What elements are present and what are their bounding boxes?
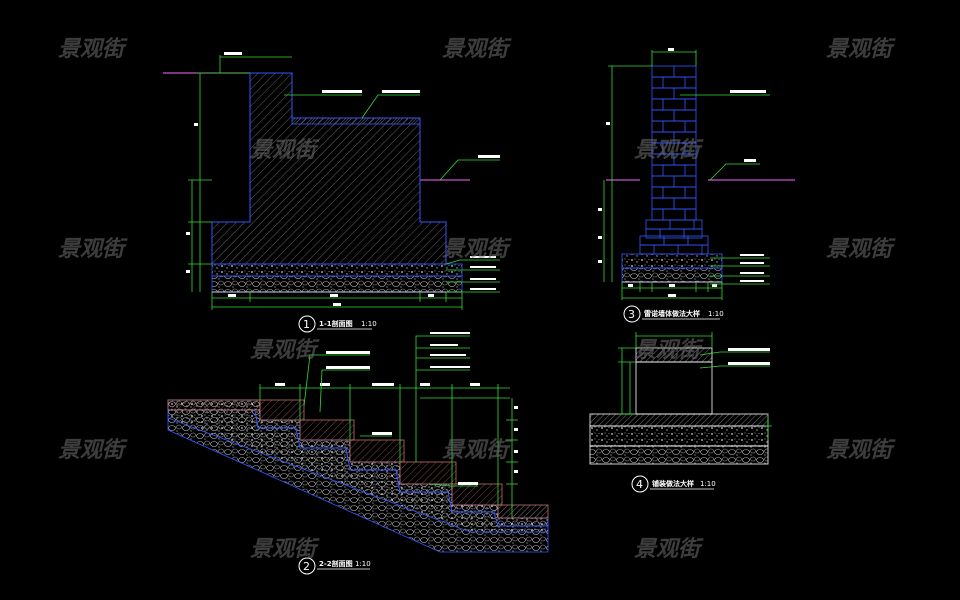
coping-stone xyxy=(291,117,421,125)
detail-4-number: 4 xyxy=(636,478,643,491)
watermark: 景观街 xyxy=(250,338,320,363)
detail-4-paving: 4 铺装做法大样 1:10 xyxy=(589,332,772,493)
watermark: 景观街 xyxy=(826,438,896,463)
retaining-wall-body xyxy=(211,72,447,265)
watermark: 景观街 xyxy=(58,37,128,62)
watermark: 景观街 xyxy=(58,237,128,262)
paving-surface xyxy=(589,413,769,427)
watermark: 景观街 xyxy=(250,537,320,562)
detail-4-marker xyxy=(631,475,649,493)
detail-2-number: 2 xyxy=(303,560,310,573)
detail-1-title: 1-1剖面图 xyxy=(319,319,353,328)
detail-1-marker xyxy=(298,315,316,333)
detail-1-scale: 1:10 xyxy=(361,320,377,328)
watermark: 景观街 xyxy=(442,438,512,463)
detail-2-stairs: 2 2-2剖面图 1:10 xyxy=(167,332,549,575)
stair-step-4 xyxy=(399,461,457,485)
paving-concrete xyxy=(589,425,769,447)
watermark: 景观街 xyxy=(634,338,704,363)
detail-1-section: 1 1-1剖面图 1:10 xyxy=(163,52,500,333)
wall-gravel-base xyxy=(621,267,723,283)
detail-3-number: 3 xyxy=(628,308,635,321)
detail-3-wall: 3 雷诺墙体做法大样 1:10 xyxy=(598,48,795,323)
watermark: 景观街 xyxy=(250,138,320,163)
detail-3-scale: 1:10 xyxy=(708,310,724,318)
detail-2-title: 2-2剖面图 xyxy=(319,559,353,568)
watermark: 景观街 xyxy=(634,138,704,163)
watermark: 景观街 xyxy=(826,37,896,62)
watermark-layer: 景观街 景观街 景观街 景观街 景观街 景观街 景观街 景观街 景观街 景观街 … xyxy=(58,37,896,562)
concrete-cushion xyxy=(211,263,463,277)
watermark: 景观街 xyxy=(58,438,128,463)
detail-4-title: 铺装做法大样 xyxy=(652,479,694,488)
detail-2-marker xyxy=(298,557,316,575)
detail-1-number: 1 xyxy=(303,318,310,331)
watermark: 景观街 xyxy=(826,237,896,262)
gravel-base xyxy=(211,275,463,293)
stair-step-2 xyxy=(299,419,355,441)
paving-gravel xyxy=(589,445,769,465)
detail-2-scale: 1:10 xyxy=(355,560,371,568)
stair-landing xyxy=(497,504,549,519)
brick-column xyxy=(639,65,709,255)
detail-3-marker xyxy=(623,305,641,323)
detail-3-title: 雷诺墙体做法大样 xyxy=(644,309,700,318)
detail-4-scale: 1:10 xyxy=(700,480,716,488)
stair-step-1 xyxy=(259,399,305,421)
stair-step-5 xyxy=(451,483,503,506)
watermark: 景观街 xyxy=(442,37,512,62)
wall-footing-cushion xyxy=(621,253,723,269)
watermark: 景观街 xyxy=(634,537,704,562)
watermark: 景观街 xyxy=(442,237,512,262)
stair-step-3 xyxy=(349,439,405,463)
